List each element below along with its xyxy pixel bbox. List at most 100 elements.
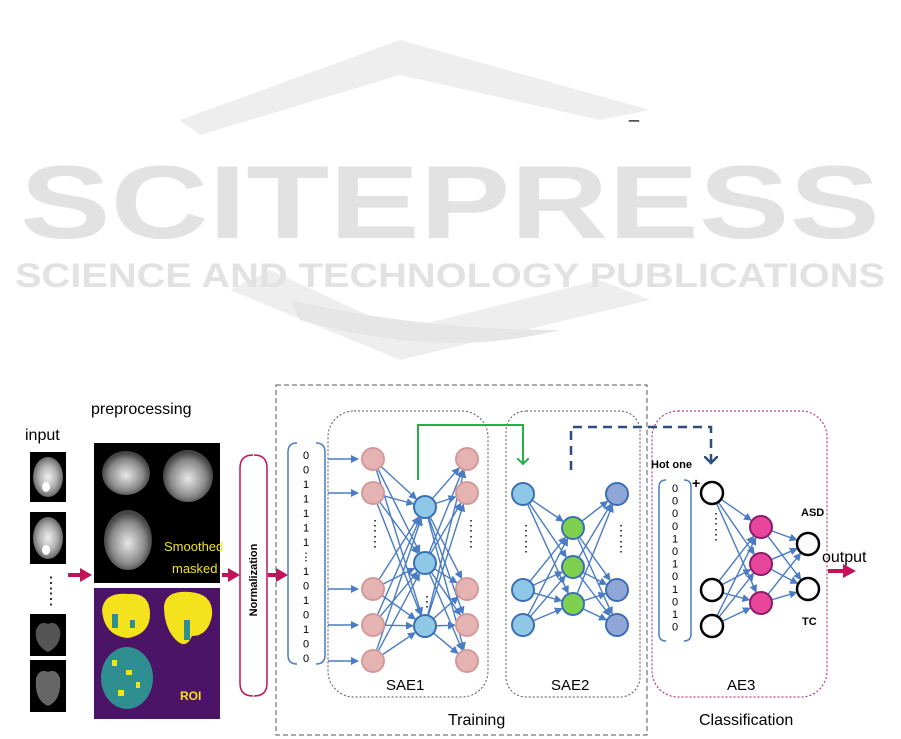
masked-label: masked bbox=[172, 561, 218, 576]
sae2-box bbox=[506, 411, 640, 697]
input-vector-value-12: 1 bbox=[303, 624, 309, 636]
hot-vector-value-5: 0 bbox=[672, 546, 678, 558]
hot-vector-value-2: 0 bbox=[672, 508, 678, 520]
sae1-output-node-4 bbox=[456, 650, 478, 672]
input-vector-value-13: 0 bbox=[303, 639, 309, 651]
sae2-output-ellipsis-2: ⋮ bbox=[614, 538, 628, 554]
sae2-input-ellipsis: ⋮ bbox=[519, 522, 533, 538]
edge-sae2-input-node-8 bbox=[533, 609, 562, 621]
input-vector-bracket-right bbox=[316, 443, 325, 664]
edge-ae3-input-node-8 bbox=[722, 608, 750, 621]
watermark-brand: SCITEPRESS bbox=[20, 145, 880, 261]
preprocessing-roi-panel: ROI bbox=[94, 588, 220, 719]
ae3-output-node-1 bbox=[797, 578, 819, 600]
input-vector-value-5: 1 bbox=[303, 523, 309, 535]
sae2-input-ellipsis-2: ⋮ bbox=[519, 538, 533, 554]
edge-sae1-input-node-3 bbox=[384, 496, 414, 504]
hot-vector-value-3: 0 bbox=[672, 521, 678, 533]
hot-vector-value-1: 0 bbox=[672, 496, 678, 508]
sae2-input-node-2 bbox=[512, 614, 534, 636]
sae2-input-node-1 bbox=[512, 579, 534, 601]
sae1-input-node-1 bbox=[362, 482, 384, 504]
input-vector-value-7: ⋮ bbox=[301, 552, 312, 564]
hot-vector-value-7: 0 bbox=[672, 571, 678, 583]
preprocessing-label: preprocessing bbox=[91, 401, 192, 418]
hot-vector-value-4: 1 bbox=[672, 533, 678, 545]
sae2-input-node-0 bbox=[512, 483, 534, 505]
edge-sae2-hidden-node-8 bbox=[583, 609, 606, 620]
ae3-hidden-node-0 bbox=[750, 516, 772, 538]
sae1-output-node-1 bbox=[456, 482, 478, 504]
sae2-output-node-2 bbox=[606, 614, 628, 636]
arrow-normalization-to-training bbox=[268, 568, 288, 582]
ae3-input-node-1 bbox=[701, 579, 723, 601]
ae3-label: AE3 bbox=[727, 677, 755, 694]
input-vector-value-10: 1 bbox=[303, 595, 309, 607]
edge-ae3-hidden-node-5 bbox=[772, 592, 797, 599]
sae2-hidden-node-2 bbox=[562, 593, 584, 615]
sae1-hidden-node-0 bbox=[414, 496, 436, 518]
hot-vector-value-11: 0 bbox=[672, 622, 678, 634]
sae1-input-node-4 bbox=[362, 650, 384, 672]
arrow-output bbox=[828, 564, 856, 578]
edge-sae2-hidden-node-1 bbox=[579, 537, 610, 580]
sae2-output-ellipsis: ⋮ bbox=[614, 522, 628, 538]
input-vector-value-11: 0 bbox=[303, 610, 309, 622]
input-ellipsis: ⋮ bbox=[43, 575, 59, 592]
watermark-tagline: SCIENCE AND TECHNOLOGY PUBLICATIONS bbox=[15, 257, 885, 295]
input-vector-value-6: 1 bbox=[303, 537, 309, 549]
hot-vector-bracket-right bbox=[684, 480, 691, 641]
input-vector-value-3: 1 bbox=[303, 494, 309, 506]
sae2-output-node-1 bbox=[606, 579, 628, 601]
sae1-input-ellipsis-2: ⋮ bbox=[368, 533, 382, 549]
hot-vector-value-6: 1 bbox=[672, 559, 678, 571]
sae1-label: SAE1 bbox=[386, 677, 424, 694]
edge-sae1-input-node-11 bbox=[384, 625, 413, 626]
hot-vector-value-8: 1 bbox=[672, 584, 678, 596]
sae1-hidden-ellipsis: ⋮ bbox=[420, 593, 434, 609]
plus-sign: + bbox=[692, 475, 700, 491]
ae3-hidden-node-1 bbox=[750, 553, 772, 575]
smoothed-label: Smoothed bbox=[164, 539, 223, 554]
edge-sae2-hidden-node-0 bbox=[582, 501, 608, 521]
edge-ae3-input-node-7 bbox=[719, 573, 754, 617]
input-vector-value-0: 0 bbox=[303, 450, 309, 462]
sae1-output-node-2 bbox=[456, 578, 478, 600]
edge-ae3-hidden-node-3 bbox=[771, 569, 798, 583]
sae1-input-node-3 bbox=[362, 614, 384, 636]
normalization-label: Normalization bbox=[248, 543, 260, 616]
edge-sae2-input-node-0 bbox=[532, 500, 563, 521]
edge-ae3-input-node-0 bbox=[721, 499, 751, 520]
edge-sae1-input-node-10 bbox=[380, 572, 417, 616]
edge-ae3-hidden-node-0 bbox=[771, 531, 796, 540]
sae1-hidden-node-2 bbox=[414, 615, 436, 637]
input-scans: ⋮ ⋮ bbox=[30, 452, 66, 712]
output-label: output bbox=[822, 549, 867, 566]
input-vector-value-9: 0 bbox=[303, 581, 309, 593]
sae1-input-node-0 bbox=[362, 448, 384, 470]
hot-vector-value-9: 0 bbox=[672, 596, 678, 608]
sae2-hidden-node-0 bbox=[562, 517, 584, 539]
ae3-input-ellipsis: ⋮ bbox=[709, 510, 723, 526]
roi-label: ROI bbox=[180, 689, 201, 703]
arrow-input-to-preprocessing bbox=[68, 568, 92, 582]
tc-label: TC bbox=[802, 616, 817, 628]
input-vector-value-8: 1 bbox=[303, 566, 309, 578]
preprocessing-smoothed-panel: Smoothed masked bbox=[94, 443, 223, 583]
input-vector-value-14: 0 bbox=[303, 653, 309, 665]
hot-vector-bracket-left bbox=[659, 480, 666, 641]
sae1-output-ellipsis-2: ⋮ bbox=[464, 533, 478, 549]
arrow-preprocessing-to-normalization bbox=[222, 568, 240, 582]
watermark-overline: _ bbox=[628, 102, 640, 123]
classification-label: Classification bbox=[699, 712, 793, 729]
ae3-input-node-2 bbox=[701, 615, 723, 637]
edge-sae1-hidden-node-14 bbox=[433, 633, 457, 653]
input-vector-value-2: 1 bbox=[303, 479, 309, 491]
ae3-input-ellipsis-2: ⋮ bbox=[709, 526, 723, 542]
sae2-hidden-node-1 bbox=[562, 556, 584, 578]
input-label: input bbox=[25, 427, 60, 444]
edge-sae1-hidden-node-1 bbox=[435, 497, 455, 504]
ae3-hidden-node-2 bbox=[750, 592, 772, 614]
